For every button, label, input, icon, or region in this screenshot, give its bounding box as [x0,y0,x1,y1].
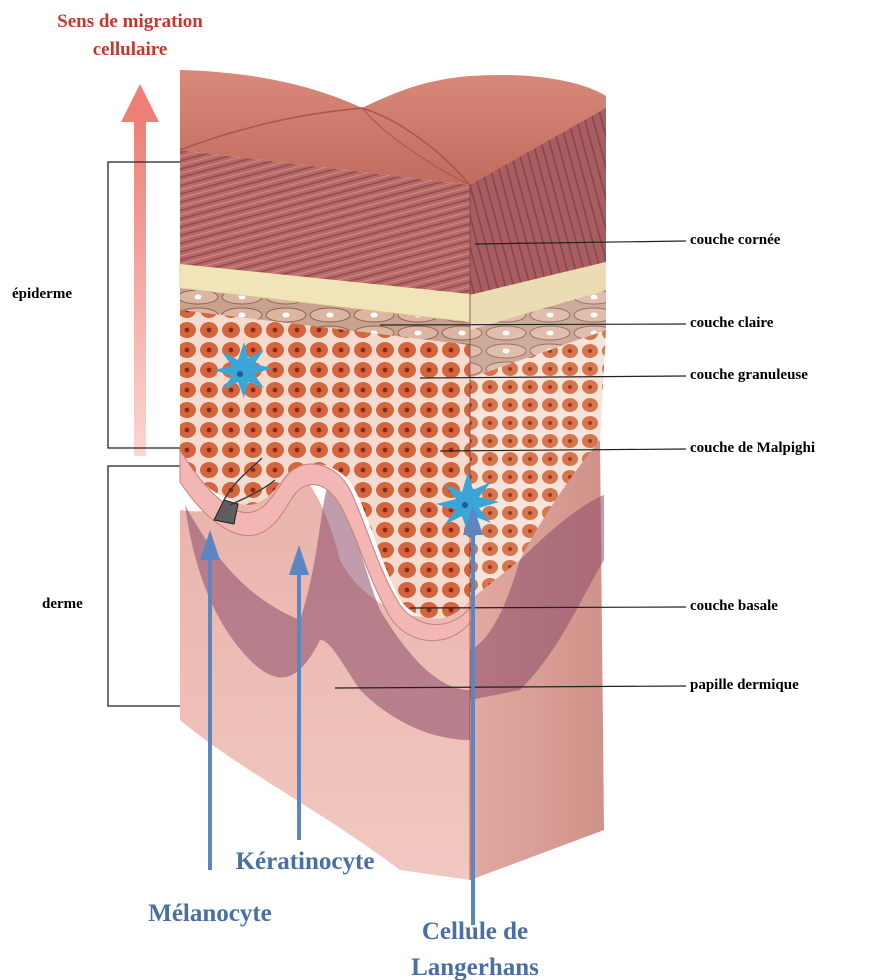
basal-layer-label: couche basale [690,599,778,614]
stratum-granulosum-label: couche granuleuse [690,368,808,383]
keratinocyte-label: Kératinocyte [210,844,400,880]
malpighi-layer-label: couche de Malpighi [690,441,815,456]
langerhans-label-line2: Langerhans [380,950,570,980]
dermis-label: derme [42,597,83,612]
stratum-lucidum-label: couche claire [690,316,773,331]
langerhans-cell-label: Cellule de Langerhans [380,914,570,980]
dermal-papilla-label: papille dermique [690,678,799,693]
migration-arrow-shaft [134,116,146,456]
migration-label-line2: cellulaire [20,36,240,64]
langerhans-label-line1: Cellule de [380,914,570,950]
migration-arrow-head [121,84,159,122]
migration-label-line1: Sens de migration [20,8,240,36]
epidermis-label: épiderme [12,287,72,302]
stratum-corneum-label: couche cornée [690,233,780,248]
migration-direction-label: Sens de migration cellulaire [20,8,240,64]
melanocyte-label: Mélanocyte [120,896,300,932]
